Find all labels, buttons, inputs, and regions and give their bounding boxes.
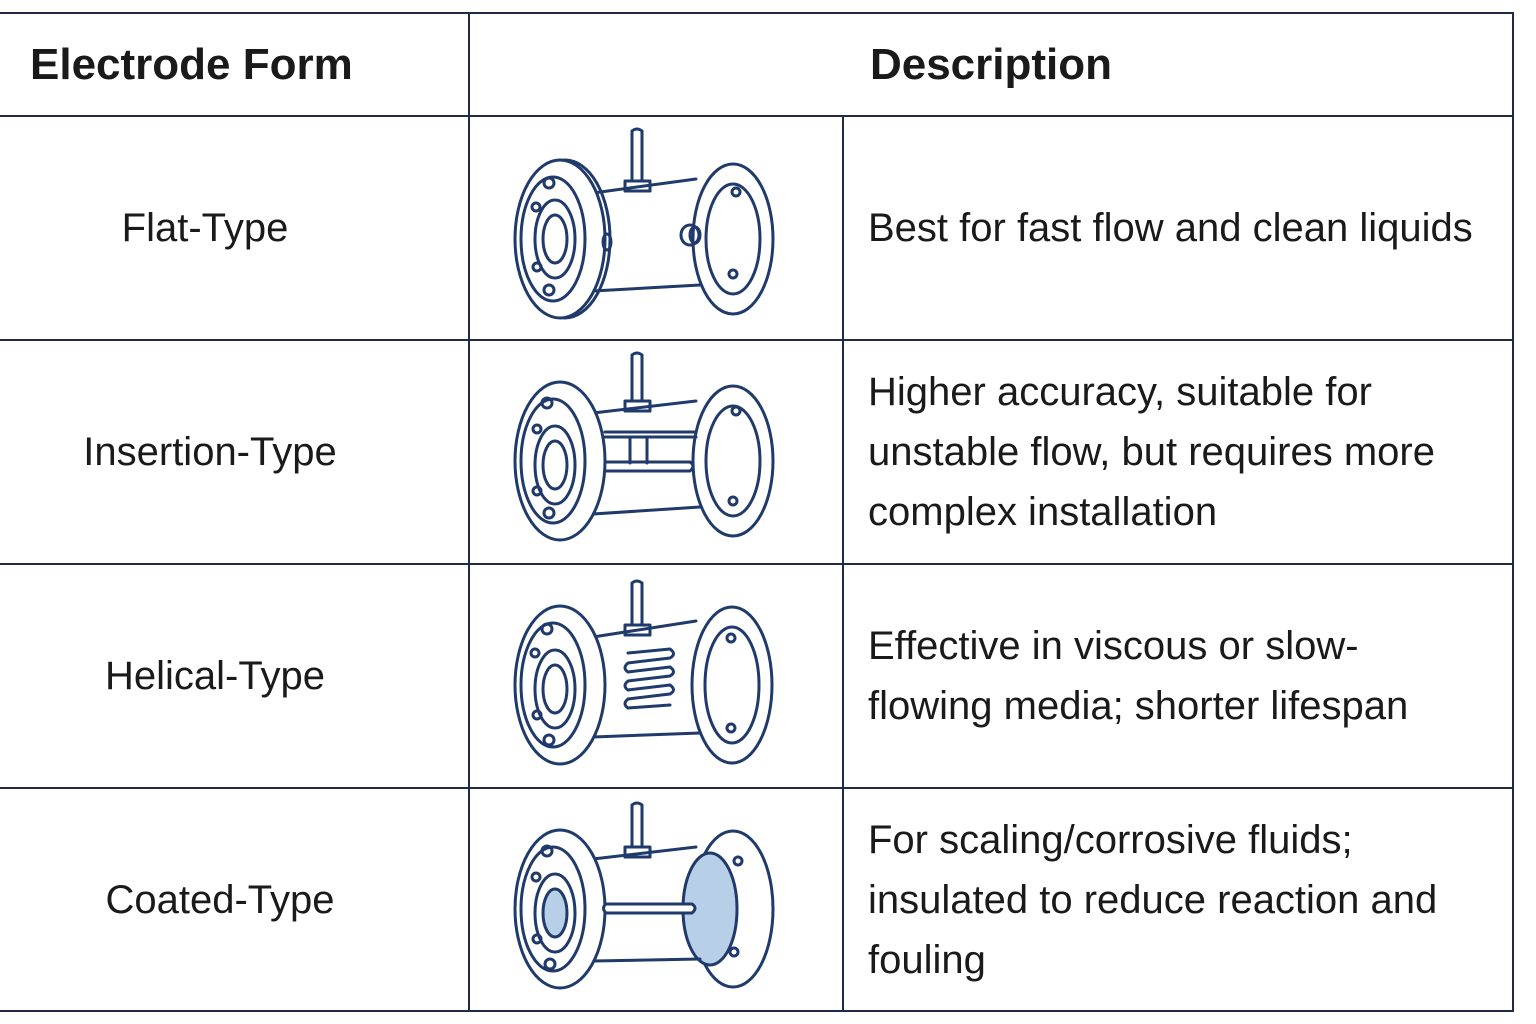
column-divider-2 xyxy=(842,115,844,1012)
flowmeter-helical-electrode-icon xyxy=(513,579,774,766)
flowmeter-insertion-electrode-icon xyxy=(513,351,775,542)
row-divider-3 xyxy=(0,787,1514,789)
header-divider xyxy=(0,115,1514,117)
flowmeter-coated-electrode-icon xyxy=(513,801,775,990)
table-border-top xyxy=(0,12,1514,14)
electrode-form-label: Flat-Type xyxy=(121,206,289,250)
header-electrode-form: Electrode Form xyxy=(30,39,353,89)
row-divider-1 xyxy=(0,339,1514,341)
electrode-description: Higher accuracy, suitable for unstable f… xyxy=(868,370,1435,534)
electrode-form-label: Helical-Type xyxy=(104,654,326,698)
row-divider-2 xyxy=(0,563,1514,565)
column-divider-1 xyxy=(468,12,470,1012)
electrode-description: Best for fast flow and clean liquids xyxy=(868,206,1473,250)
electrode-form-label: Insertion-Type xyxy=(83,430,337,474)
table-border-right xyxy=(1512,12,1514,1012)
electrode-form-label: Coated-Type xyxy=(105,878,335,922)
electrode-description: For scaling/corrosive fluids; insulated … xyxy=(868,818,1438,982)
header-description: Description xyxy=(869,39,1113,89)
table-border-bottom xyxy=(0,1010,1514,1012)
flowmeter-flat-electrode-icon xyxy=(513,127,775,320)
electrode-description: Effective in viscous or slow- flowing me… xyxy=(868,624,1409,728)
